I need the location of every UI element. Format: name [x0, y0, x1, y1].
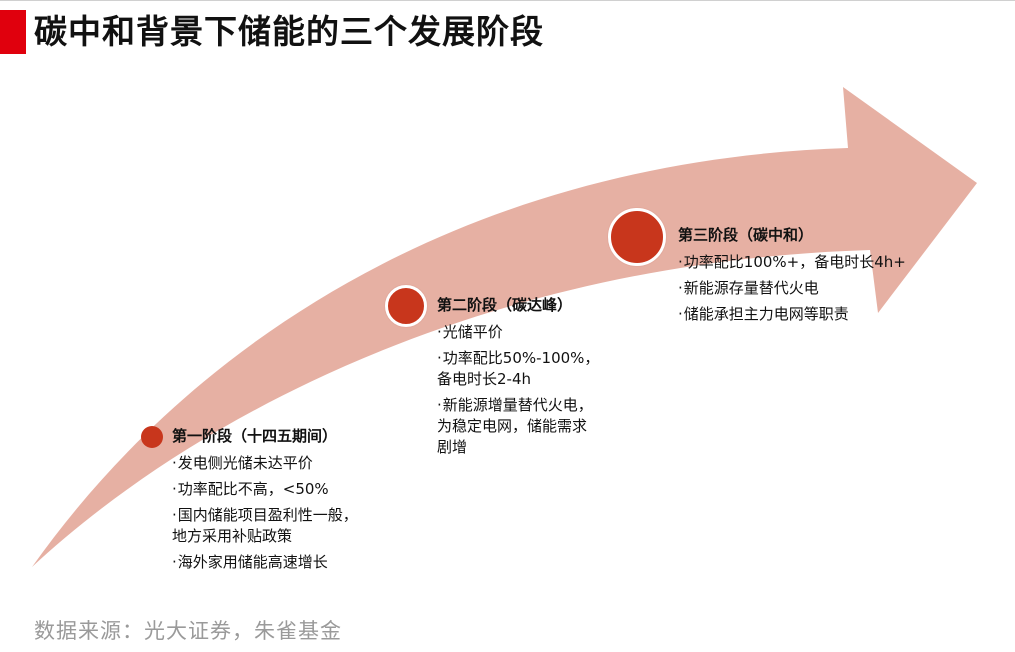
page-title: 碳中和背景下储能的三个发展阶段 [34, 12, 544, 51]
stage-2-heading: 第二阶段（碳达峰） [437, 296, 573, 314]
data-source-note: 数据来源：光大证券，朱雀基金 [34, 619, 342, 643]
growth-arrow-shape [32, 87, 977, 567]
stage-2-marker [385, 285, 427, 327]
stage-3-item: 储能承担主力电网等职责 [678, 304, 906, 325]
stage-1-item: 功率配比不高，<50% [172, 479, 358, 500]
stage-1-marker [141, 426, 163, 448]
stage-1-item: 国内储能项目盈利性一般， 地方采用补贴政策 [172, 505, 358, 547]
top-border-line [0, 0, 1015, 1]
stage-2-list: 光储平价 功率配比50%-100%， 备电时长2-4h 新能源增量替代火电， 为… [437, 322, 599, 458]
stage-1: 第一阶段（十四五期间） 发电侧光储未达平价 功率配比不高，<50% 国内储能项目… [172, 426, 358, 578]
title-accent-bar [0, 10, 26, 54]
stage-1-heading: 第一阶段（十四五期间） [172, 427, 338, 445]
stage-3-heading: 第三阶段（碳中和） [678, 226, 814, 244]
stage-2-item: 光储平价 [437, 322, 599, 343]
stage-1-item: 发电侧光储未达平价 [172, 453, 358, 474]
stage-1-list: 发电侧光储未达平价 功率配比不高，<50% 国内储能项目盈利性一般， 地方采用补… [172, 453, 358, 573]
stage-2: 第二阶段（碳达峰） 光储平价 功率配比50%-100%， 备电时长2-4h 新能… [437, 295, 599, 463]
stage-3-item: 新能源存量替代火电 [678, 278, 906, 299]
stage-3-marker [608, 208, 666, 266]
stage-3: 第三阶段（碳中和） 功率配比100%+，备电时长4h+ 新能源存量替代火电 储能… [678, 225, 906, 330]
stage-2-item: 功率配比50%-100%， 备电时长2-4h [437, 348, 599, 390]
stage-2-item: 新能源增量替代火电， 为稳定电网，储能需求 剧增 [437, 395, 599, 458]
stage-1-item: 海外家用储能高速增长 [172, 552, 358, 573]
stage-3-item: 功率配比100%+，备电时长4h+ [678, 252, 906, 273]
stage-3-list: 功率配比100%+，备电时长4h+ 新能源存量替代火电 储能承担主力电网等职责 [678, 252, 906, 325]
